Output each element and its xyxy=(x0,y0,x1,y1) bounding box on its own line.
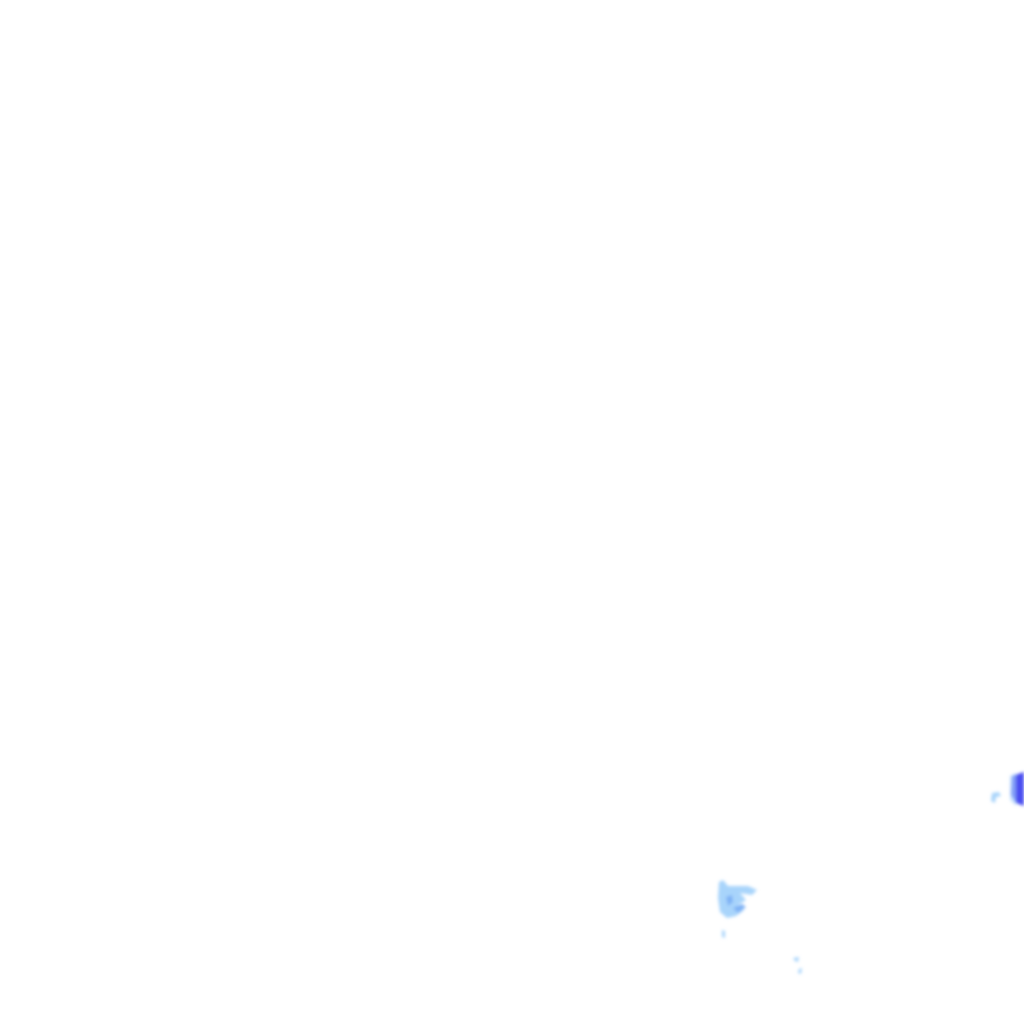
precipitation-cell-east xyxy=(991,772,1024,806)
precipitation-cell-south xyxy=(718,880,802,974)
